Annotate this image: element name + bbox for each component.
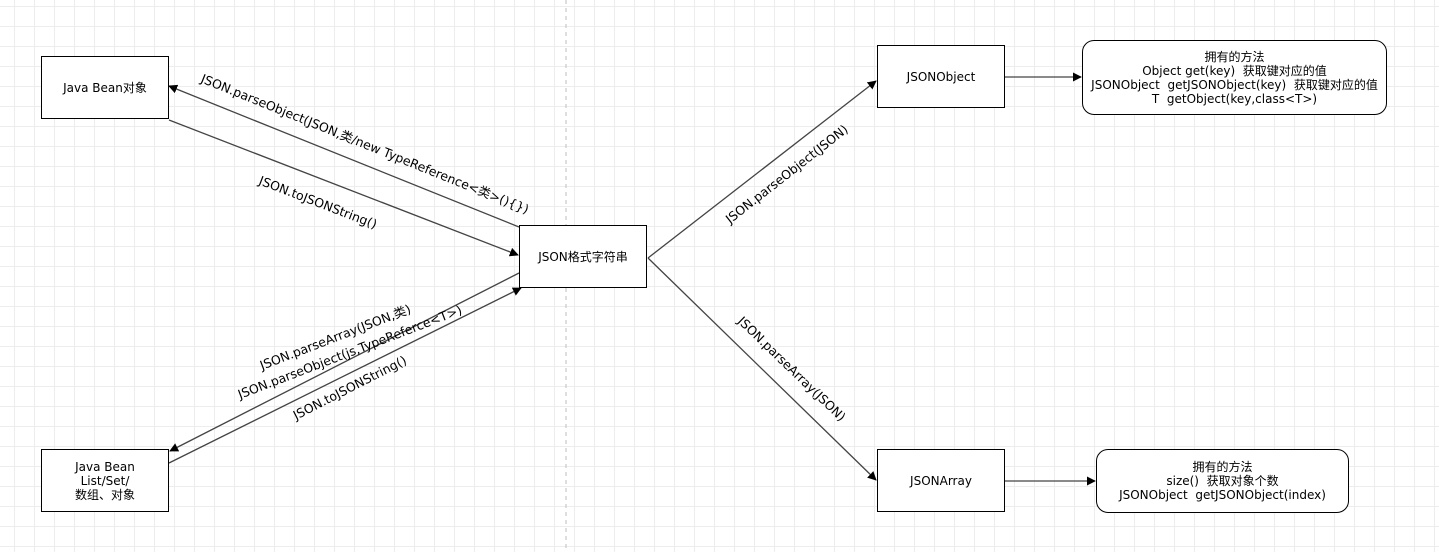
edge-string-to-bean bbox=[168, 84, 520, 228]
node-json-array-text: JSONArray bbox=[910, 473, 972, 488]
node-java-bean-collection-text: Java Bean List/Set/ 数组、对象 bbox=[74, 459, 135, 502]
node-json-string[interactable]: JSON格式字符串 bbox=[519, 225, 647, 288]
edge-bean-to-string bbox=[168, 119, 519, 257]
node-json-string-text: JSON格式字符串 bbox=[538, 249, 628, 264]
node-java-bean[interactable]: Java Bean对象 bbox=[41, 56, 169, 119]
node-json-object-methods[interactable]: 拥有的方法 Object get(key) 获取键对应的值 JSONObject… bbox=[1082, 40, 1387, 115]
node-json-object[interactable]: JSONObject bbox=[877, 45, 1005, 108]
edge-string-to-jsonarray bbox=[647, 257, 877, 481]
node-java-bean-text: Java Bean对象 bbox=[63, 80, 147, 95]
edge-string-to-jsonobject bbox=[647, 80, 877, 259]
edge-label-string-to-jsonarray: JSON.parseArray(JSON) bbox=[734, 313, 849, 424]
node-json-array-methods[interactable]: 拥有的方法 size() 获取对象个数 JSONObject getJSONOb… bbox=[1096, 449, 1349, 513]
edge-string-to-collection bbox=[169, 272, 520, 452]
node-json-object-methods-text: 拥有的方法 Object get(key) 获取键对应的值 JSONObject… bbox=[1091, 49, 1378, 106]
node-json-array[interactable]: JSONArray bbox=[877, 449, 1005, 512]
edge-label-bean-to-string: JSON.toJSONString() bbox=[256, 172, 379, 231]
node-json-array-methods-text: 拥有的方法 size() 获取对象个数 JSONObject getJSONOb… bbox=[1119, 460, 1326, 502]
node-json-object-text: JSONObject bbox=[906, 69, 976, 84]
edge-label-string-to-bean: JSON.parseObject(JSON,类/new TypeReferenc… bbox=[198, 70, 531, 216]
edge-collection-to-string bbox=[168, 287, 522, 464]
edge-label-string-to-jsonobject: JSON.parseObject(JSON) bbox=[722, 122, 851, 227]
node-java-bean-collection[interactable]: Java Bean List/Set/ 数组、对象 bbox=[41, 449, 169, 512]
